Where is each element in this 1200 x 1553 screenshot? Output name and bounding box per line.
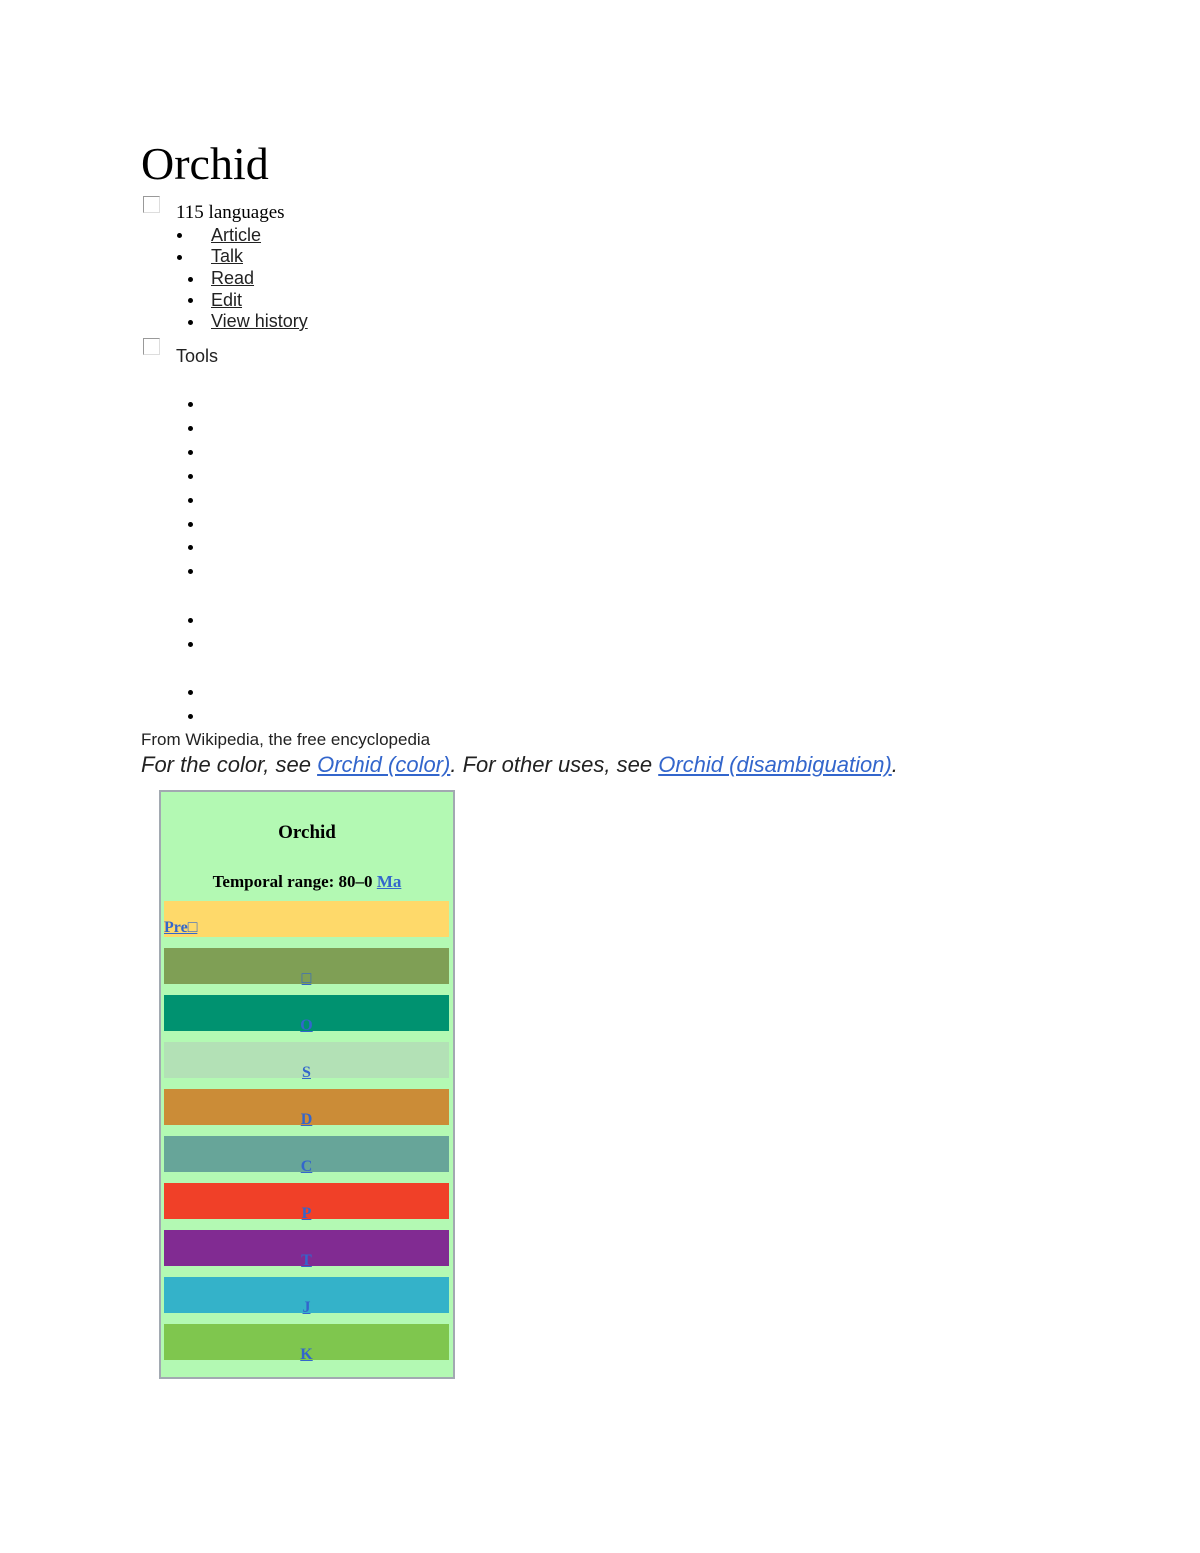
period-link[interactable]: K: [300, 1346, 313, 1363]
period-link[interactable]: D: [300, 1111, 313, 1128]
ma-link[interactable]: Ma: [376, 872, 402, 891]
tools-button[interactable]: Tools: [176, 346, 219, 366]
tab-read[interactable]: Read: [211, 268, 255, 288]
period-bar: K: [164, 1324, 449, 1363]
tab-talk[interactable]: Talk: [211, 246, 244, 266]
empty-list-bullet: [188, 569, 193, 574]
languages-checkbox[interactable]: [143, 196, 160, 213]
empty-list-bullet: [188, 618, 193, 623]
bullet: [188, 320, 193, 325]
temporal-range-label: Temporal range: 80–0: [212, 872, 377, 891]
hatnote: For the color, see Orchid (color). For o…: [141, 752, 898, 778]
tab-article[interactable]: Article: [211, 225, 262, 245]
period-link[interactable]: O: [300, 1017, 313, 1034]
period-link[interactable]: S: [302, 1064, 311, 1081]
tagline: From Wikipedia, the free encyclopedia: [141, 730, 431, 749]
empty-list-bullet: [188, 522, 193, 527]
empty-list-bullet: [188, 690, 193, 695]
empty-list-bullet: [188, 402, 193, 407]
period-bar: Pre□: [164, 901, 449, 937]
empty-list-bullet: [188, 450, 193, 455]
period-bar: T: [164, 1230, 449, 1269]
empty-list-bullet: [188, 545, 193, 550]
orchid-disambiguation-link[interactable]: Orchid (disambiguation): [658, 752, 892, 777]
orchid-color-link[interactable]: Orchid (color): [317, 752, 451, 777]
bullet: [188, 277, 193, 282]
languages-button[interactable]: 115 languages: [176, 202, 285, 223]
page-title: Orchid: [141, 138, 269, 189]
period-bar: □: [164, 948, 449, 987]
period-link[interactable]: C: [300, 1158, 313, 1175]
period-bar: P: [164, 1183, 449, 1222]
period-bar: C: [164, 1136, 449, 1175]
period-link[interactable]: □: [301, 970, 312, 987]
period-link[interactable]: P: [301, 1205, 312, 1222]
period-bar: J: [164, 1277, 449, 1316]
empty-list-bullet: [188, 426, 193, 431]
temporal-range: Temporal range: 80–0 Ma: [161, 872, 453, 892]
hatnote-text: . For other uses, see: [450, 752, 659, 777]
infobox: Orchid Temporal range: 80–0 Ma Pre□ □ O S D C…: [159, 790, 455, 1379]
tab-view-history[interactable]: View history: [211, 311, 308, 331]
tools-checkbox[interactable]: [143, 338, 160, 355]
period-bar: O: [164, 995, 449, 1034]
tab-edit[interactable]: Edit: [211, 290, 243, 310]
bullet: [177, 255, 182, 260]
hatnote-text: .: [891, 752, 898, 777]
empty-list-bullet: [188, 474, 193, 479]
period-link[interactable]: Pre□: [164, 919, 198, 936]
infobox-title: Orchid: [278, 822, 336, 843]
period-bar: S: [164, 1042, 449, 1081]
empty-list-bullet: [188, 498, 193, 503]
empty-list-bullet: [188, 642, 193, 647]
period-link[interactable]: J: [302, 1299, 311, 1316]
bullet: [177, 233, 182, 238]
bullet: [188, 298, 193, 303]
period-link[interactable]: T: [301, 1252, 312, 1269]
hatnote-text: For the color, see: [141, 752, 318, 777]
period-bar: D: [164, 1089, 449, 1128]
empty-list-bullet: [188, 714, 193, 719]
